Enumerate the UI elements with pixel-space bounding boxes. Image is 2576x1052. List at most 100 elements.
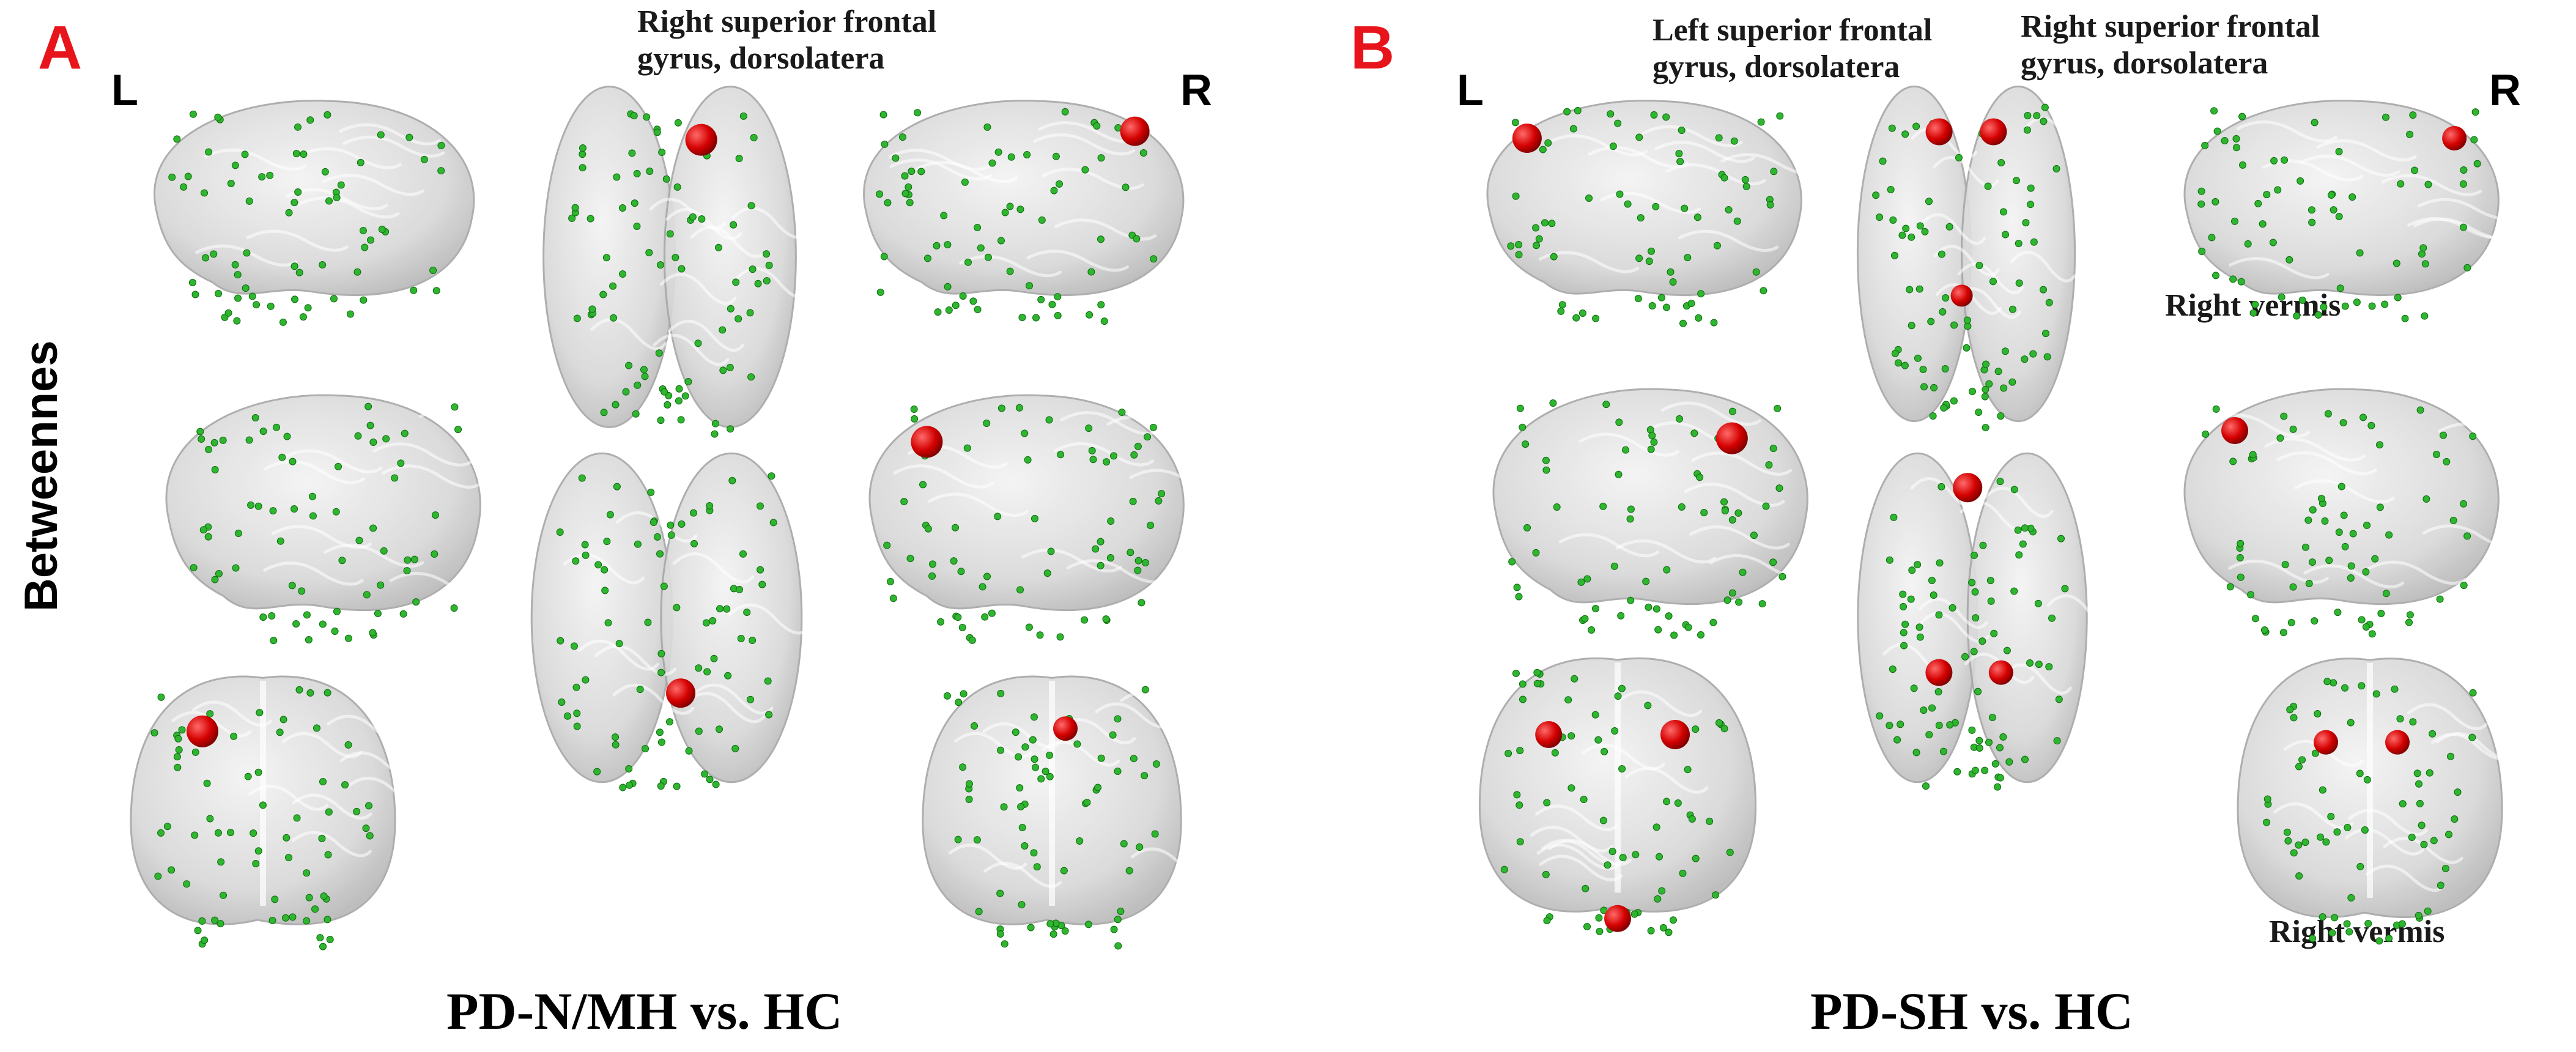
node [1770,168,1778,176]
node [157,693,165,701]
gyrus-highlight [672,552,755,583]
node [747,695,755,703]
node [1508,558,1516,566]
node [2382,590,2390,598]
cerebellar-node [2021,755,2029,763]
node [2439,431,2447,439]
cerebellar-node [2415,911,2422,919]
node [173,135,181,143]
node [288,582,296,590]
cerebellar-node [303,611,311,619]
cerebellar-node [1102,615,1110,623]
cerebellar-node [1032,314,1040,322]
node [2239,161,2247,169]
node [1619,854,1627,862]
node [1543,799,1551,807]
node [650,518,657,526]
node [1915,623,1923,631]
node [1073,740,1081,748]
node [612,733,620,741]
node [1109,452,1117,460]
node [2035,661,2043,669]
node [1997,158,2005,166]
node [881,140,889,148]
cerebellar-node [2251,300,2259,308]
node [979,583,986,591]
cerebellar-node [1991,760,1999,768]
node [1609,143,1617,150]
node [2317,833,2325,841]
node [2010,587,2018,595]
gyrus-highlight [263,561,364,586]
cerebellar-node [1591,605,1599,613]
node [1088,446,1096,454]
node [1533,242,1541,250]
node [613,173,621,181]
node [1890,251,1898,259]
node [201,189,209,197]
node [2363,521,2371,529]
cerebellar-node [625,765,633,773]
gyrus-highlight [982,722,1061,749]
cerebellar-node [711,430,719,438]
node [1693,213,1701,221]
node [1585,194,1593,202]
cerebellar-node [2362,623,2370,631]
node [2330,206,2337,214]
node [319,778,327,786]
cerebellar-node [2000,384,2008,392]
node [965,780,973,788]
node [1026,282,1034,290]
node [673,183,681,191]
node [1553,503,1561,511]
cerebellar-node [657,417,665,424]
node [242,284,250,292]
gyrus-highlight [2381,174,2482,196]
gyrus-highlight [615,511,698,543]
node [2289,583,2297,591]
node [295,269,303,276]
node [2237,278,2245,286]
node [1114,767,1122,775]
panel-a-left-marker: L [111,66,138,115]
cerebellar-node [2309,935,2317,943]
node [1541,219,1549,227]
node [695,727,703,735]
node [183,880,191,888]
node [2468,733,2476,741]
cerebellar-node [2331,914,2339,922]
node [1607,110,1615,118]
node [1021,429,1029,437]
node [2376,441,2384,449]
node [203,779,211,787]
hub-node [1660,720,1690,749]
cerebellar-node [374,610,382,618]
node [380,547,388,555]
node [355,536,363,544]
node [377,131,385,139]
cerebellar-node [1056,633,1064,641]
node [996,889,1004,897]
cerebellar-node [2320,303,2328,311]
cerebellar-node [1950,397,1958,405]
cerebellar-node [1654,626,1662,634]
node [2327,191,2335,199]
node [429,266,437,274]
node [254,502,262,510]
node [1986,577,1994,585]
node [1769,445,1777,453]
node [1996,478,2004,486]
node [1594,736,1602,744]
node [647,488,655,496]
gyrus-highlight [667,319,745,352]
node [1533,680,1541,687]
node [633,169,641,177]
node [189,110,197,118]
cerebrum-outline [2183,388,2500,606]
gyrus-highlight [192,700,273,727]
gyrus-highlight [1935,283,2002,315]
node [191,831,199,839]
node [1599,502,1607,510]
gyrus-highlight [1660,401,1762,426]
gyrus-highlight [1539,854,1623,882]
